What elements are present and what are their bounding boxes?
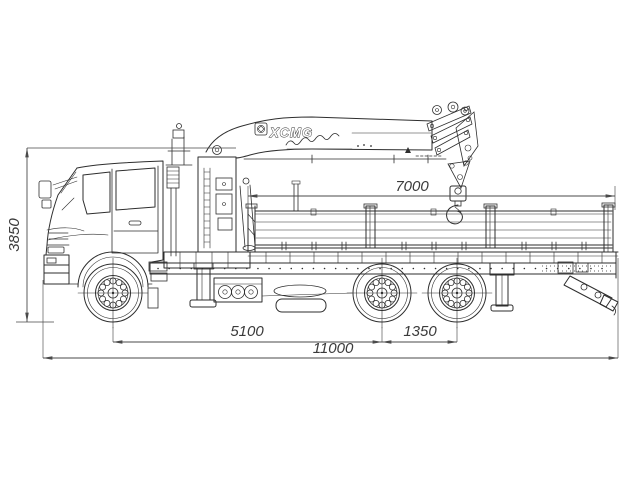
folded-jib	[426, 101, 479, 167]
crane-hook-icon	[446, 160, 471, 225]
dim-overall-length-label: 11000	[313, 340, 354, 357]
air-intake-stack	[166, 166, 180, 257]
dim-platform-length-label: 7000	[395, 178, 429, 195]
underbed-toolbox	[213, 277, 263, 303]
cab	[38, 160, 180, 309]
underbed-tank	[261, 284, 353, 313]
chassis	[149, 251, 619, 316]
cab-step-lower	[150, 272, 168, 282]
rear-stabilizer-leg	[489, 262, 515, 312]
side-mirror	[38, 176, 78, 209]
dim-platform-length: 7000	[247, 178, 616, 210]
door-window	[115, 167, 156, 211]
dim-rear-axle-spacing-label: 1350	[403, 323, 437, 340]
dim-height-label: 3850	[6, 218, 23, 252]
side-window	[82, 171, 111, 215]
cab-step-upper	[148, 261, 168, 272]
xcmg-logo-text: XCMG	[269, 125, 313, 140]
boom-script-decal-icon	[285, 133, 442, 157]
flatbed-platform	[245, 180, 619, 257]
dim-wheelbase: 5100	[112, 323, 383, 344]
stake-post	[363, 203, 378, 249]
headlight	[47, 246, 65, 254]
crane-column	[197, 145, 237, 253]
wheel-front	[77, 257, 149, 329]
crane: XCMG	[163, 101, 479, 308]
outrigger	[163, 251, 251, 308]
dim-rear-axle-spacing: 1350	[381, 323, 458, 344]
dim-overall-height: 3850	[6, 147, 236, 323]
dim-wheelbase-label: 5100	[230, 323, 264, 340]
door-handle	[128, 220, 142, 226]
wheel-rear-outer	[421, 257, 493, 329]
fog-light	[46, 257, 57, 264]
crane-boom: XCMG	[205, 116, 447, 164]
xcmg-emblem-icon	[254, 122, 268, 136]
mud-flap	[147, 287, 159, 309]
stake-post	[483, 203, 498, 249]
dim-overall-length: 11000	[42, 258, 619, 360]
